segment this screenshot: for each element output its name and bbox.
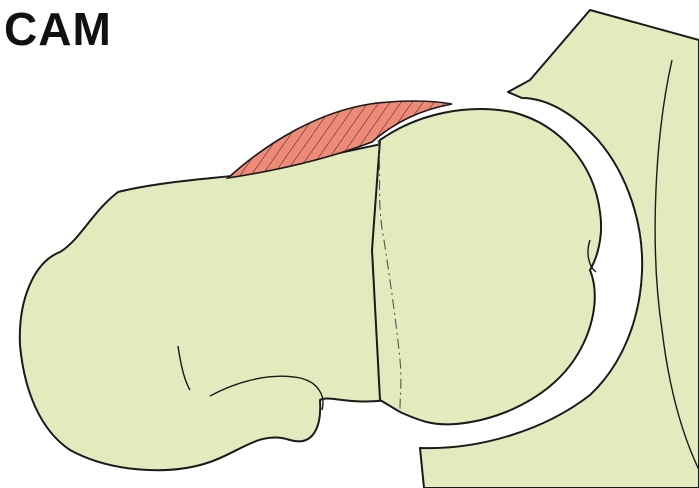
femoral-neck xyxy=(20,140,430,470)
femoral-head xyxy=(372,109,601,424)
